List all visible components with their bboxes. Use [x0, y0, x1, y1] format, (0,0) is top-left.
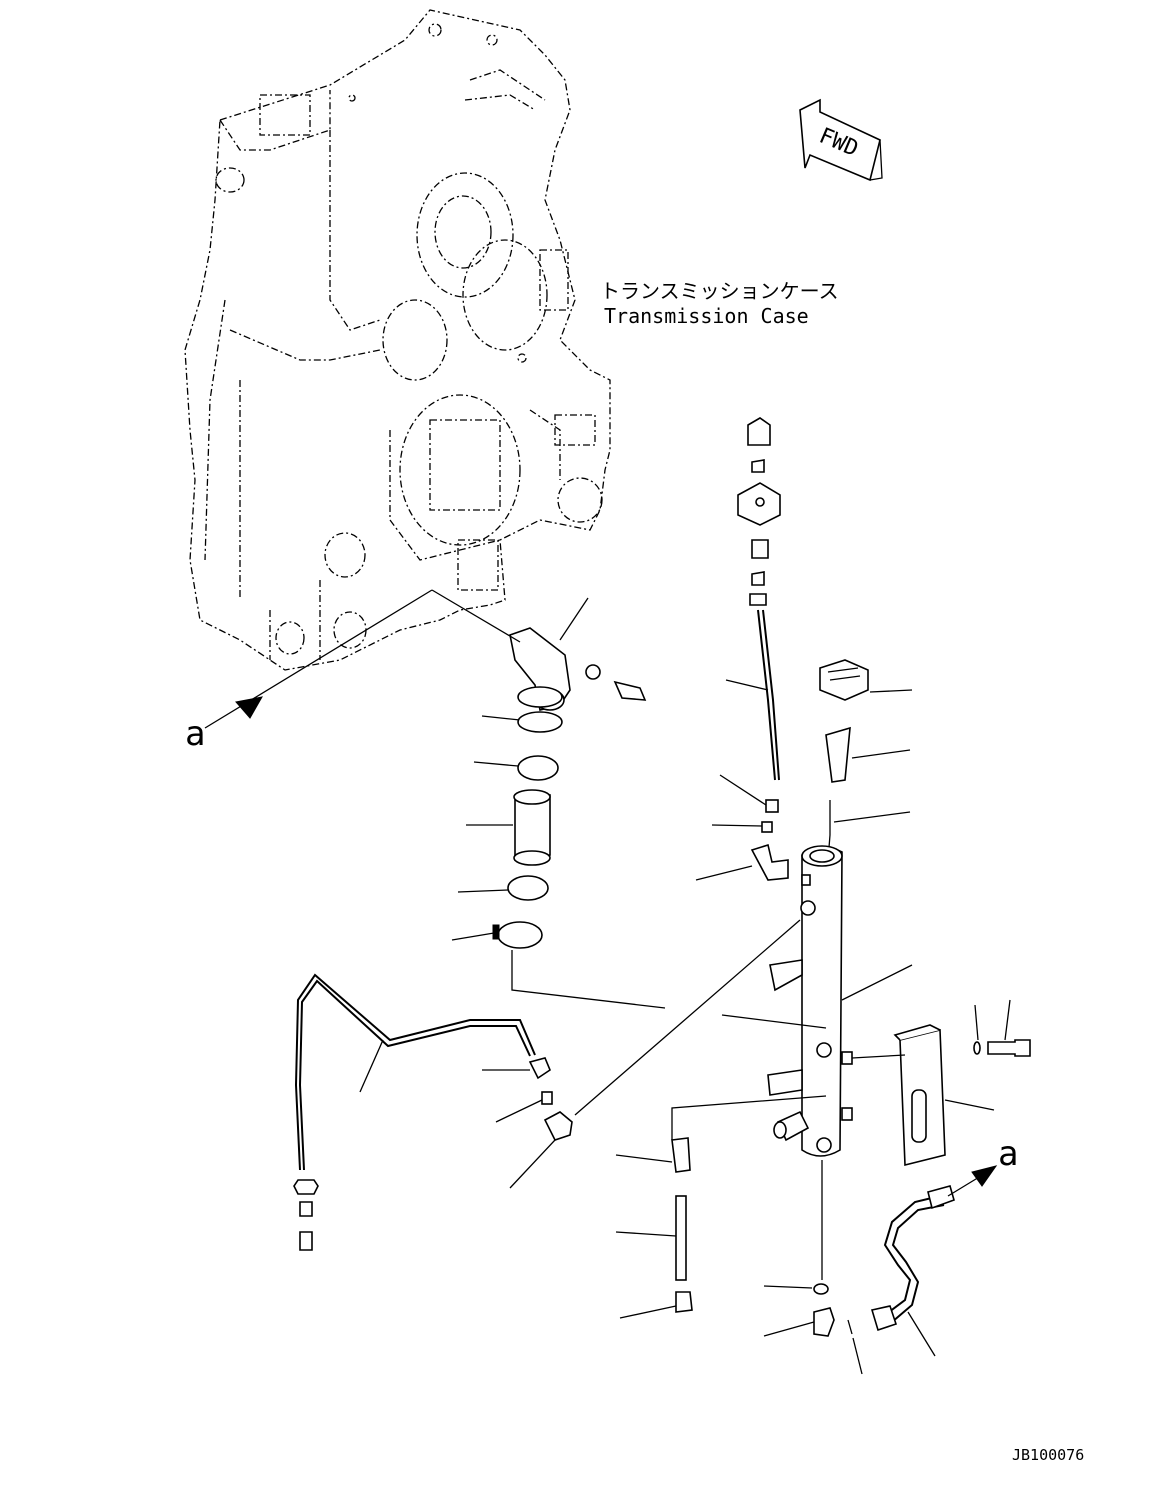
hose-clamp-2 [473, 755, 559, 781]
strainer [825, 726, 911, 783]
case-label-jp: トランスミッションケース [600, 279, 839, 303]
elbow-lower [615, 1095, 827, 1173]
breather-assembly [711, 417, 781, 833]
hose-clamp-4 [451, 921, 666, 1009]
hose-clamp-3 [457, 875, 549, 901]
pipe-left [294, 973, 536, 1171]
drain-parts [763, 1160, 863, 1375]
transmission-case-outline [184, 9, 611, 671]
filler-tube [721, 845, 913, 1157]
elbow-connector-mid [509, 919, 801, 1189]
sleeve-1 [495, 1091, 553, 1123]
rubber-hose [466, 789, 551, 866]
connector-lower [619, 1291, 693, 1319]
case-label-en: Transmission Case [604, 304, 809, 328]
fwd-arrow: FWD [799, 98, 883, 182]
filler-cap [819, 659, 913, 701]
ref-right-label: a [998, 1134, 1018, 1174]
guard-bracket [851, 1024, 995, 1167]
reference-arrow-left: a [185, 589, 433, 754]
bolt-right [973, 999, 1031, 1057]
hose-clamp-1 [481, 686, 563, 733]
elbow-connector-top [695, 843, 789, 881]
drawing-number: JB100076 [1012, 1446, 1084, 1464]
nut-1 [482, 1057, 551, 1080]
reference-arrow-right: a [947, 1134, 1018, 1197]
pipe-right [870, 1185, 955, 1357]
pipe-left-fittings [293, 1179, 319, 1251]
ref-left-label: a [185, 714, 205, 754]
tube-lower [615, 1195, 687, 1281]
